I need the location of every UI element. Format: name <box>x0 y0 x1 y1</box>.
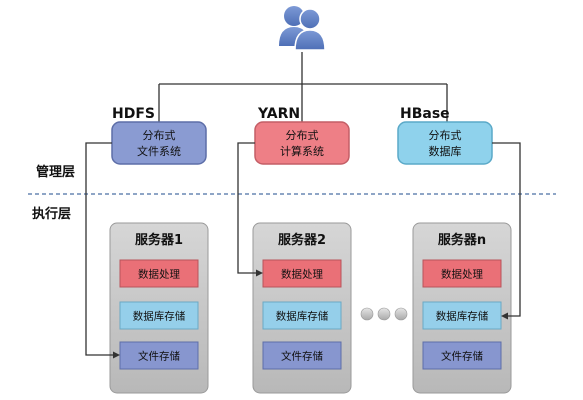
item-file-storage <box>262 341 342 370</box>
ellipsis-dots-icon <box>360 307 408 321</box>
server-column-n: 服务器n 数据处理 数据库存储 文件存储 <box>412 222 512 394</box>
server-title: 服务器2 <box>278 232 326 248</box>
item-processing-label: 数据处理 <box>441 268 483 281</box>
system-box-hbase: 分布式 数据库 <box>397 121 493 165</box>
item-database-storage-label: 数据库存储 <box>276 310 329 323</box>
system-line2: 文件系统 <box>137 144 181 158</box>
server-column-1: 服务器1 数据处理 数据库存储 文件存储 <box>109 222 209 394</box>
hdfs-to-file-storage-connector <box>85 142 120 359</box>
item-processing-label: 数据处理 <box>138 268 180 281</box>
system-line1: 分布式 <box>143 129 176 142</box>
item-file-storage <box>119 341 199 370</box>
item-file-storage-label: 文件存储 <box>281 350 323 363</box>
system-label-yarn: YARN <box>257 106 300 122</box>
item-file-storage-label: 文件存储 <box>138 350 180 363</box>
server-title: 服务器1 <box>135 232 183 248</box>
yarn-to-processing-connector <box>237 142 263 277</box>
system-line1: 分布式 <box>286 129 319 142</box>
system-box-yarn: 分布式 计算系统 <box>254 121 350 165</box>
layer-label-management: 管理层 <box>36 164 75 180</box>
item-processing <box>422 259 502 288</box>
item-database-storage-label: 数据库存储 <box>436 310 489 323</box>
item-database-storage <box>422 301 502 330</box>
item-file-storage <box>422 341 502 370</box>
item-database-storage <box>262 301 342 330</box>
system-label-hbase: HBase <box>400 106 450 122</box>
server-title: 服务器n <box>438 232 486 248</box>
system-line2: 计算系统 <box>280 144 324 158</box>
item-processing-label: 数据处理 <box>281 268 323 281</box>
users-group-icon <box>279 6 326 51</box>
system-line1: 分布式 <box>429 129 462 142</box>
system-label-hdfs: HDFS <box>112 106 155 122</box>
server-column-2: 服务器2 数据处理 数据库存储 文件存储 <box>252 222 352 394</box>
item-processing <box>262 259 342 288</box>
system-box-hdfs: 分布式 文件系统 <box>111 121 207 165</box>
item-processing <box>119 259 199 288</box>
user-connectors <box>158 52 448 122</box>
hbase-to-database-storage-connector <box>492 142 521 320</box>
layer-label-execution: 执行层 <box>32 206 71 222</box>
system-line2: 数据库 <box>429 144 462 158</box>
item-database-storage <box>119 301 199 330</box>
item-database-storage-label: 数据库存储 <box>133 310 186 323</box>
item-file-storage-label: 文件存储 <box>441 350 483 363</box>
